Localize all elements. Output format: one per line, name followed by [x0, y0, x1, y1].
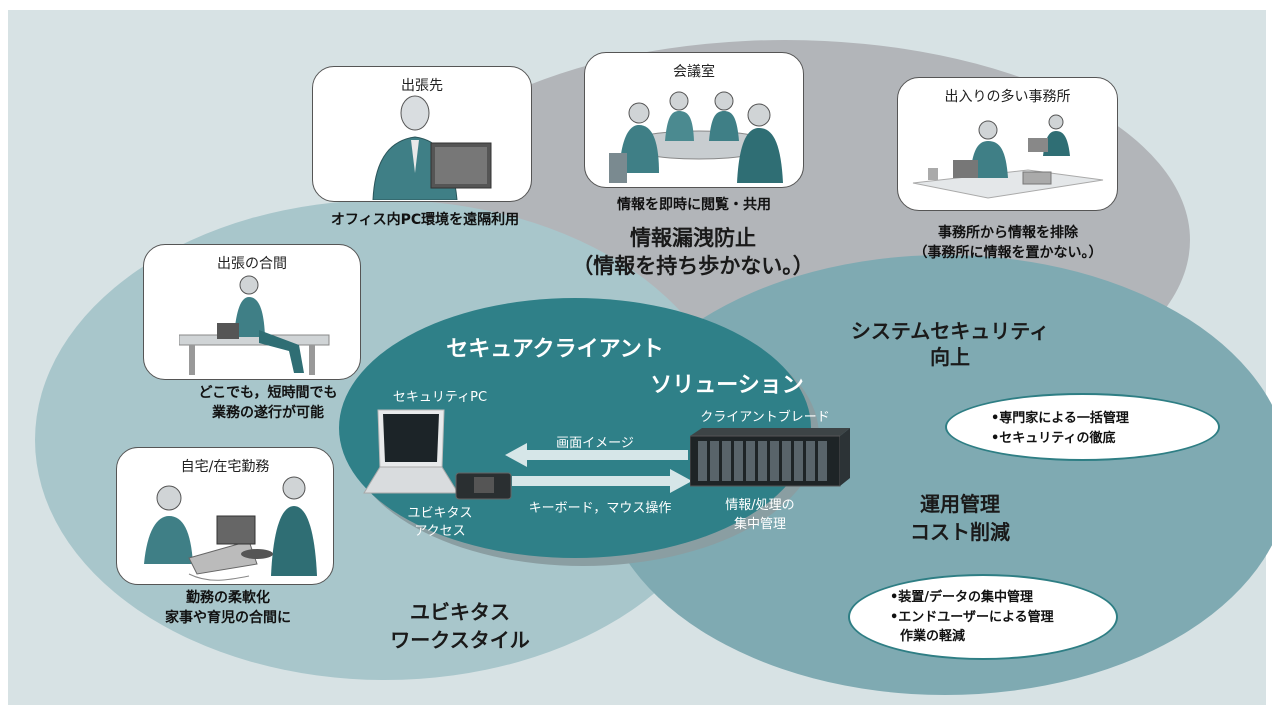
- arrow-bottom-label: キーボード，マウス操作: [528, 501, 672, 516]
- pill-item: •エンドユーザーによる管理: [890, 609, 1054, 625]
- region-line: 運用管理: [920, 492, 1000, 516]
- card-title: 自宅/在宅勤務: [180, 459, 270, 475]
- ops-benefits-pill: •装置/データの集中管理 •エンドユーザーによる管理 作業の軽減: [848, 574, 1118, 660]
- label-line: 情報/処理の: [725, 498, 795, 513]
- blade-label: クライアントブレード: [700, 410, 830, 425]
- caption-line: どこでも，短時間でも: [198, 385, 338, 401]
- label-line: ユビキタス: [407, 506, 473, 521]
- pill-text: •装置/データの集中管理 •エンドユーザーによる管理 作業の軽減: [890, 588, 1054, 647]
- card-trip-break: 出張の合間: [143, 244, 361, 380]
- region-line: システムセキュリティ: [850, 319, 1050, 343]
- region-line: ユビキタス: [410, 600, 510, 624]
- card-meeting-room: 会議室: [584, 52, 804, 188]
- arrow-left-icon: [505, 443, 688, 467]
- pc-label: セキュリティPC: [392, 390, 488, 405]
- region-line: （情報を持ち歩かない。）: [572, 254, 814, 279]
- home-work-illustration: [144, 476, 317, 581]
- arrow-right-icon: [512, 469, 692, 493]
- caption-line: 勤務の柔軟化: [186, 590, 270, 606]
- caption-home: 勤務の柔軟化 家事や育児の合間に: [148, 589, 308, 628]
- caption-meeting-room: 情報を即時に閲覧・共用: [617, 197, 771, 213]
- card-title: 会議室: [673, 64, 715, 80]
- central-mgmt-label: 情報/処理の 集中管理: [700, 497, 820, 535]
- center-title-line1: セキュアクライアント: [446, 337, 664, 362]
- region-line: コスト削減: [910, 520, 1010, 544]
- meeting-illustration: [609, 91, 783, 183]
- businessman-laptop-illustration: [372, 95, 492, 200]
- card-title: 出入りの多い事務所: [944, 89, 1071, 105]
- office-illustration: [912, 114, 1104, 199]
- region-ubiquitous: ユビキタス ワークスタイル: [360, 598, 560, 654]
- region-line: 向上: [930, 345, 970, 369]
- center-title-line2: ソリューション: [650, 373, 804, 398]
- waiting-illustration: [179, 275, 330, 375]
- caption-line: 事務所から情報を排除: [938, 225, 1078, 241]
- pill-text: •専門家による一括管理 •セキュリティの徹底: [991, 409, 1129, 448]
- pill-item: •セキュリティの徹底: [991, 430, 1116, 446]
- security-benefits-pill: •専門家による一括管理 •セキュリティの徹底: [945, 393, 1220, 461]
- card-business-trip: 出張先: [312, 66, 532, 202]
- region-line: 情報漏洩防止: [630, 226, 756, 250]
- ubiquitous-access-label: ユビキタス アクセス: [395, 505, 485, 541]
- caption-line: 家事や育児の合間に: [165, 609, 291, 626]
- client-blade-illustration: [690, 428, 850, 487]
- caption-trip-break: どこでも，短時間でも 業務の遂行が可能: [143, 384, 393, 423]
- region-line: ワークスタイル: [390, 628, 530, 652]
- card-home: 自宅/在宅勤務: [116, 447, 334, 585]
- card-title: 出張先: [401, 78, 443, 94]
- pill-item: •専門家による一括管理: [991, 411, 1129, 426]
- label-line: 集中管理: [733, 516, 786, 532]
- caption-line: 業務の遂行が可能: [212, 404, 324, 421]
- caption-line: （事務所に情報を置かない。）: [913, 244, 1103, 261]
- label-line: アクセス: [414, 524, 466, 540]
- arrow-top-label: 画面イメージ: [556, 436, 634, 451]
- data-flow-arrows: [505, 443, 692, 493]
- pill-item: 作業の軽減: [900, 629, 966, 644]
- security-pc-illustration: [363, 409, 512, 500]
- caption-busy-office: 事務所から情報を排除 （事務所に情報を置かない。）: [880, 224, 1136, 263]
- card-title: 出張の合間: [217, 256, 287, 272]
- caption-business-trip: オフィス内PC環境を遠隔利用: [330, 212, 520, 228]
- region-ops-cost: 運用管理 コスト削減: [880, 490, 1040, 546]
- pill-item: •装置/データの集中管理: [890, 590, 1034, 605]
- region-leak-prevention: 情報漏洩防止 （情報を持ち歩かない。）: [548, 224, 838, 281]
- card-busy-office: 出入りの多い事務所: [897, 77, 1118, 211]
- region-system-security: システムセキュリティ 向上: [840, 318, 1060, 370]
